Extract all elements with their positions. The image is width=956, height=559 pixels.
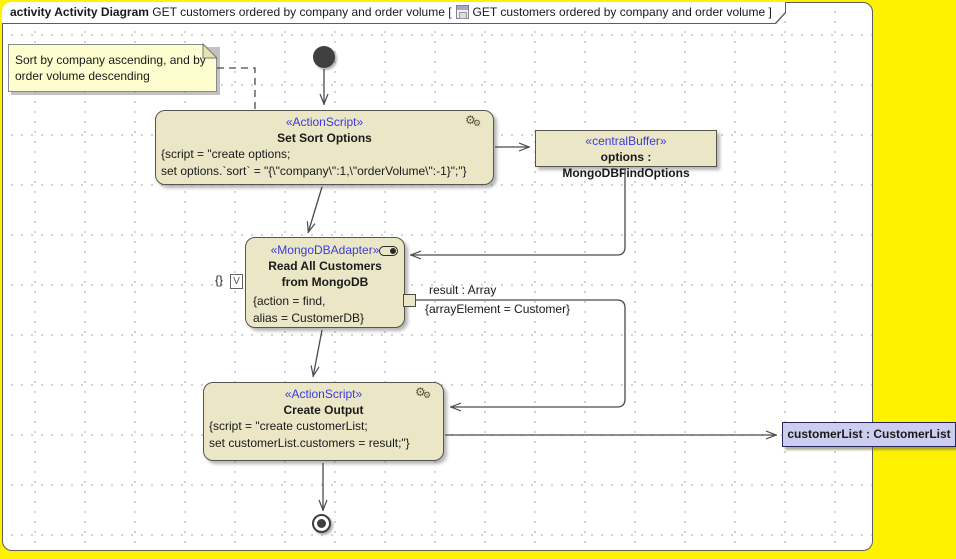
- note-line-1: Sort by company ascending, and by: [15, 53, 206, 67]
- adapter-icon: [379, 246, 398, 256]
- stereotype-label: «ActionScript»: [285, 115, 364, 129]
- buffer-name: options : MongoDBFindOptions: [562, 150, 690, 180]
- action-name: Set Sort Options: [277, 131, 372, 145]
- edge-label-array-element: {arrayElement = Customer}: [425, 302, 571, 316]
- stereotype-label: «centralBuffer»: [585, 134, 667, 148]
- initial-node[interactable]: [313, 46, 335, 68]
- activity-final-node[interactable]: [312, 514, 331, 533]
- output-pin-result[interactable]: [403, 294, 416, 307]
- diagram-title-before-icon: GET customers ordered by company and ord…: [152, 5, 452, 19]
- tag-line: alias = CustomerDB}: [253, 311, 365, 325]
- action-set-sort-options[interactable]: «ActionScript» Set Sort Options {script …: [155, 110, 494, 185]
- central-buffer-options[interactable]: «centralBuffer» options : MongoDBFindOpt…: [535, 130, 717, 180]
- action-name-line2: from MongoDB: [281, 275, 369, 289]
- gears-icon: ⚙⚙: [415, 385, 432, 400]
- diagram-title-after-icon: GET customers ordered by company and ord…: [472, 5, 772, 19]
- gears-icon: ⚙⚙: [465, 113, 482, 128]
- activity-diagram-canvas[interactable]: [2, 2, 873, 551]
- comment-note[interactable]: Sort by company ascending, and by order …: [8, 44, 217, 92]
- parameter-node-customerlist[interactable]: customerList : CustomerList: [782, 422, 956, 447]
- script-line: set customerList.customers = result;"}: [209, 436, 410, 450]
- final-node-dot: [317, 519, 326, 528]
- diagram-title-keyword: activity Activity Diagram: [10, 5, 149, 19]
- diagram-title-tab[interactable]: activity Activity Diagram GET customers …: [2, 2, 786, 24]
- note-line-2: order volume descending: [15, 69, 150, 83]
- action-create-output[interactable]: «ActionScript» Create Output {script = "…: [203, 382, 444, 461]
- action-name: Create Output: [283, 403, 364, 417]
- script-line: {script = "create options;: [161, 147, 291, 161]
- action-read-all-customers[interactable]: «MongoDBAdapter» Read All Customers from…: [245, 237, 405, 328]
- validation-checkbox-icon[interactable]: V: [230, 274, 243, 289]
- diagram-title-text: activity Activity Diagram GET customers …: [2, 2, 785, 23]
- script-line: {script = "create customerList;: [209, 419, 368, 433]
- activity-diagram-icon: [456, 5, 469, 19]
- script-line: set options.`sort` = "{\"company\":1,\"o…: [161, 164, 467, 178]
- action-name-line1: Read All Customers: [268, 259, 382, 273]
- edge-label-result: result : Array: [429, 283, 497, 297]
- tag-line: {action = find,: [253, 294, 326, 308]
- stereotype-label: «MongoDBAdapter»: [270, 243, 380, 257]
- stereotype-label: «ActionScript»: [284, 387, 363, 401]
- constraint-braces-icon: {}: [215, 273, 224, 287]
